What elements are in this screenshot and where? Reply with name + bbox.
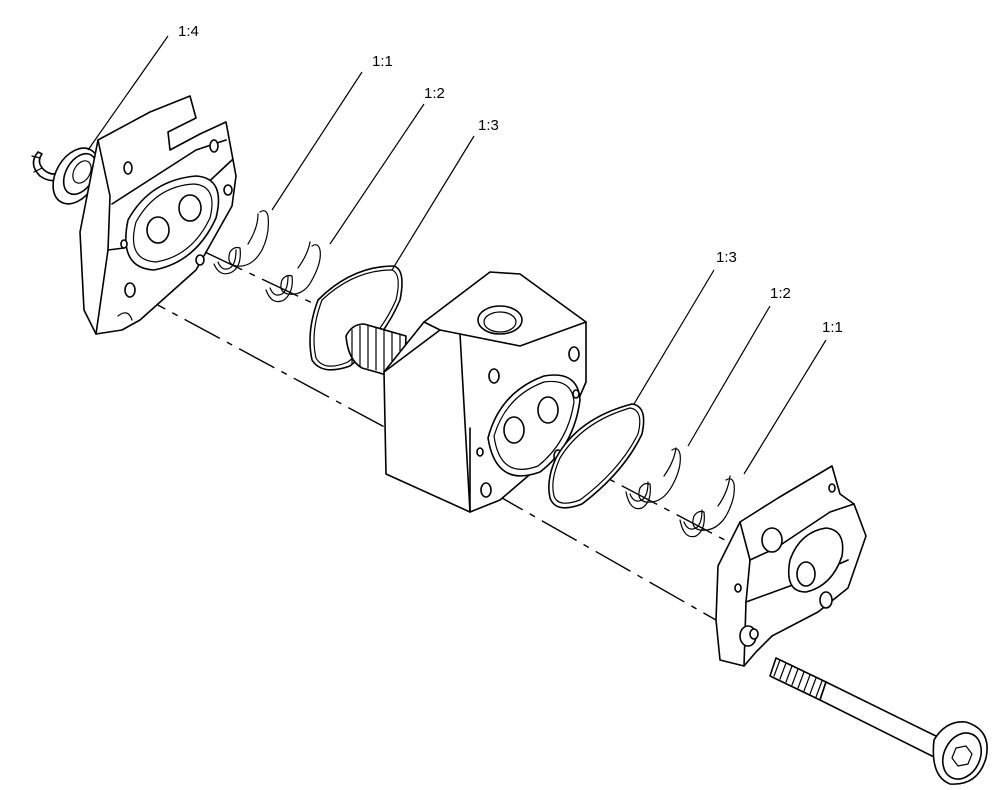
callout-labels: 1:4 1:1 1:2 1:3 1:3 1:2 1:1 xyxy=(178,23,843,336)
right-end-cover xyxy=(715,465,867,667)
lower-axis-left xyxy=(129,289,391,431)
callout-right-1-1: 1:1 xyxy=(822,319,843,336)
leader-left-1-1 xyxy=(271,71,363,211)
callout-leaders xyxy=(87,35,827,475)
pump-body xyxy=(345,271,587,513)
leader-left-1-3 xyxy=(391,135,475,271)
left-end-cover xyxy=(79,95,237,335)
callout-left-1-2: 1:2 xyxy=(424,85,445,102)
callout-left-1-1: 1:1 xyxy=(372,53,393,70)
leader-right-1-2 xyxy=(687,305,771,447)
leader-right-1-1 xyxy=(743,339,827,475)
callout-right-1-2: 1:2 xyxy=(770,285,791,302)
callout-right-1-3: 1:3 xyxy=(716,249,737,266)
left-gasket-1-3 xyxy=(309,265,403,371)
callout-left-1-3: 1:3 xyxy=(478,117,499,134)
leader-left-1-2 xyxy=(329,103,425,245)
left-seal-1-2 xyxy=(265,241,321,303)
callout-left-1-4: 1:4 xyxy=(178,23,199,40)
leader-left-1-4 xyxy=(87,35,169,151)
cap-screw xyxy=(769,657,988,785)
right-seal-1-1 xyxy=(679,475,735,538)
leader-right-1-3 xyxy=(633,269,715,405)
right-seal-1-2 xyxy=(625,447,681,510)
lower-axis-right xyxy=(487,489,731,629)
right-gasket-1-3 xyxy=(548,403,645,509)
left-seal-1-1 xyxy=(213,210,269,275)
